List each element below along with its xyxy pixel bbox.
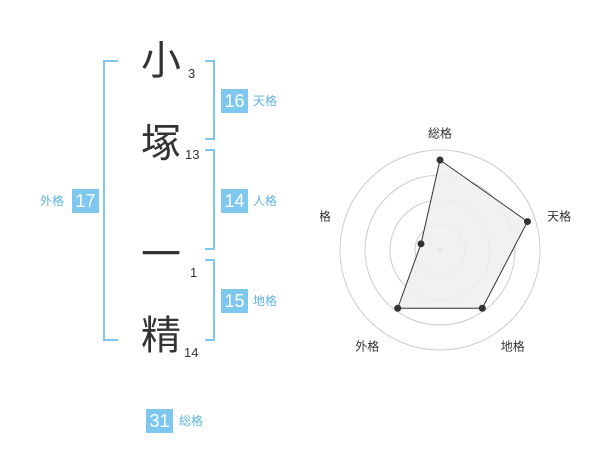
radar-axis-label: 人格 — [320, 209, 331, 224]
gaikaku-label: 外格 — [40, 194, 65, 208]
kanji-1: 小 — [141, 38, 181, 84]
radar-area — [396, 159, 529, 309]
tenkaku-badge: 16 — [221, 89, 248, 113]
radar-point — [523, 218, 531, 226]
radar-axis-label: 外格 — [355, 338, 379, 353]
radar-axis-label: 地格 — [501, 338, 525, 353]
stroke-count-2: 13 — [185, 147, 200, 162]
gaikaku-badge: 17 — [72, 189, 99, 213]
kanji-3: 一 — [141, 232, 181, 278]
stroke-count-1: 3 — [188, 66, 196, 81]
soukaku-label: 総格 — [179, 414, 204, 428]
jinkaku-badge: 14 — [221, 189, 248, 213]
jinkaku-bracket — [205, 149, 215, 250]
kanji-2: 塚 — [141, 121, 181, 167]
radar-point — [394, 304, 402, 312]
chikaku-label: 地格 — [253, 294, 278, 308]
stroke-count-3: 1 — [190, 265, 198, 280]
radar-ring — [339, 149, 541, 351]
chikaku-bracket — [205, 259, 215, 341]
tenkaku-bracket — [205, 60, 215, 140]
soukaku-badge: 31 — [146, 409, 173, 433]
radar-point — [478, 304, 486, 312]
jinkaku-label: 人格 — [253, 194, 278, 208]
tenkaku-label: 天格 — [253, 94, 278, 108]
outer-bracket — [103, 60, 118, 341]
radar-axis-label: 天格 — [547, 209, 571, 224]
stroke-count-4: 14 — [184, 345, 199, 360]
chikaku-badge: 15 — [221, 289, 248, 313]
kanji-4: 精 — [141, 313, 181, 359]
radar-point — [436, 156, 444, 164]
radar-points — [394, 156, 531, 312]
radar-axis-label: 総格 — [428, 126, 452, 141]
radar-point — [417, 240, 425, 248]
